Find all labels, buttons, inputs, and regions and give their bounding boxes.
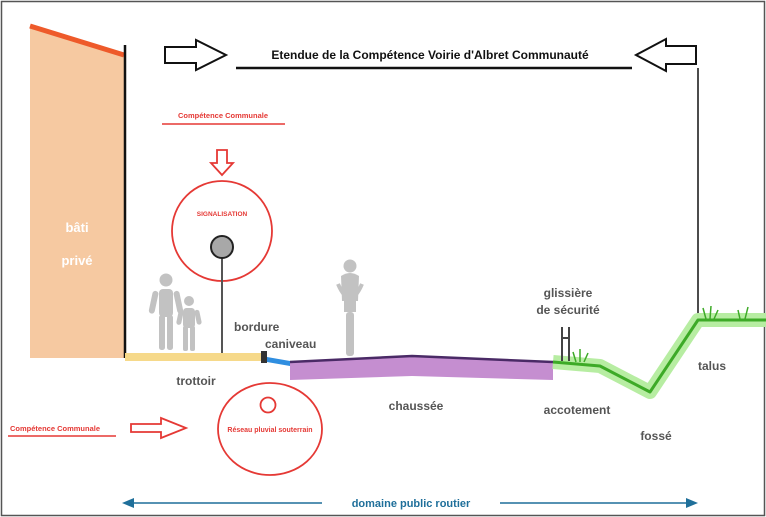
pedestrian-adult-icon: [148, 273, 184, 350]
chaussee-top-line: [289, 354, 554, 364]
reseau-pluvial-circle: [217, 382, 323, 476]
accotement-band: [552, 313, 766, 399]
caniveau-strip: [267, 357, 290, 366]
scope-arrow-right-icon: [164, 38, 229, 72]
traffic-sign-icon: [210, 235, 234, 259]
glissiere-icon: [561, 327, 570, 361]
label-chaussee: chaussée: [389, 399, 444, 413]
domaine-arrow-right-icon: [686, 498, 698, 508]
label-glissiere-2: de sécurité: [536, 303, 600, 317]
label-glissiere-1: glissière: [544, 286, 593, 300]
bati-label-line1: bâti: [65, 220, 88, 235]
ground-profile-line: [552, 318, 766, 394]
label-bordure: bordure: [234, 320, 280, 334]
bati-label-line2: privé: [61, 253, 92, 268]
label-caniveau: caniveau: [265, 337, 316, 351]
domaine-public-routier-label: domaine public routier: [352, 498, 471, 510]
label-trottoir: trottoir: [176, 374, 216, 388]
scope-arrow-left-icon: [633, 37, 697, 73]
bati-prive-block: [30, 27, 124, 358]
right-arrow-icon: [130, 416, 189, 440]
signalisation-label: SIGNALISATION: [197, 211, 248, 218]
label-accotement: accotement: [544, 403, 611, 417]
pedestrian-child-icon: [176, 296, 202, 351]
scope-title: Etendue de la Compétence Voirie d'Albret…: [271, 48, 589, 62]
domaine-arrow-left-icon: [122, 498, 134, 508]
bati-roof-line: [29, 23, 125, 58]
trottoir-surface: [125, 353, 262, 361]
grass-tufts: [572, 305, 749, 363]
chaussee-surface: [290, 356, 553, 380]
competence-communale-bottom: Compétence Communale: [10, 424, 100, 433]
cyclist-icon: [336, 259, 364, 356]
bordure-block: [261, 351, 267, 363]
pipe-icon: [259, 396, 277, 414]
reseau-pluvial-label: Réseau pluvial souterrain: [227, 427, 312, 434]
down-arrow-icon: [208, 149, 236, 177]
competence-communale-top: Compétence Communale: [178, 111, 268, 120]
label-talus: talus: [698, 359, 726, 373]
label-fosse: fossé: [640, 429, 672, 443]
